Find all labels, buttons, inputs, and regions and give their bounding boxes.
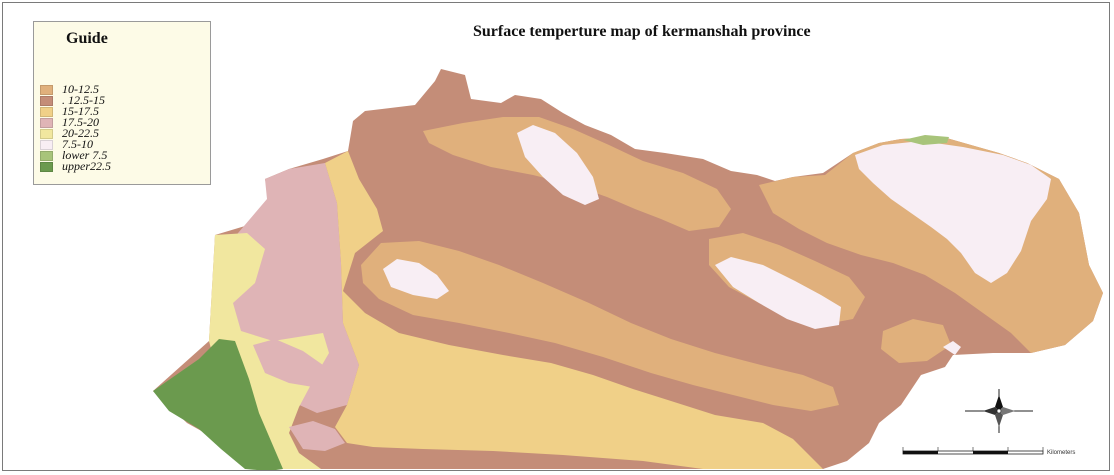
scale-bar	[902, 447, 1044, 455]
legend-swatch	[40, 96, 53, 106]
legend-label: 15-17.5	[62, 104, 99, 118]
legend-swatch	[40, 85, 53, 95]
legend-swatch	[40, 107, 53, 117]
legend-swatch	[40, 162, 53, 172]
legend-label: 20-22.5	[62, 126, 99, 140]
legend-swatch	[40, 118, 53, 128]
zone-7-5-10-west	[383, 259, 449, 299]
zone-10-12-5-inner	[361, 241, 839, 411]
zone-15-17-5	[325, 151, 823, 469]
legend-swatch	[40, 140, 53, 150]
map-title: Surface temperture map of kermanshah pro…	[473, 23, 811, 40]
legend-title: Guide	[66, 30, 108, 47]
zone-10-12-5-se	[881, 319, 951, 363]
zone-lower-7-5	[903, 135, 949, 145]
legend-label: upper22.5	[62, 159, 111, 173]
zone-7-5-10-east	[855, 141, 1051, 283]
map-legend: Guide 10-12.5 . 12.5-15 15-17.5 17.5-20 …	[33, 21, 211, 185]
legend-label: lower 7.5	[62, 148, 108, 162]
legend-label: 10-12.5	[62, 82, 99, 96]
legend-label: . 12.5-15	[62, 93, 105, 107]
zone-17-5-20-lower	[253, 339, 323, 387]
zone-7-5-10-small	[943, 341, 961, 355]
legend-label: 7.5-10	[62, 137, 93, 151]
zone-upper-22-5	[153, 339, 283, 470]
legend-swatch	[40, 151, 53, 161]
zone-7-5-10-north	[517, 125, 599, 205]
legend-swatch	[40, 129, 53, 139]
zone-7-5-10-center	[715, 257, 841, 329]
map-canvas	[153, 69, 1103, 470]
scale-unit-label: Kilometers	[1047, 450, 1076, 456]
legend-label: 17.5-20	[62, 115, 99, 129]
compass-rose-icon	[965, 389, 1033, 433]
zone-17-5-20-south	[289, 421, 345, 451]
